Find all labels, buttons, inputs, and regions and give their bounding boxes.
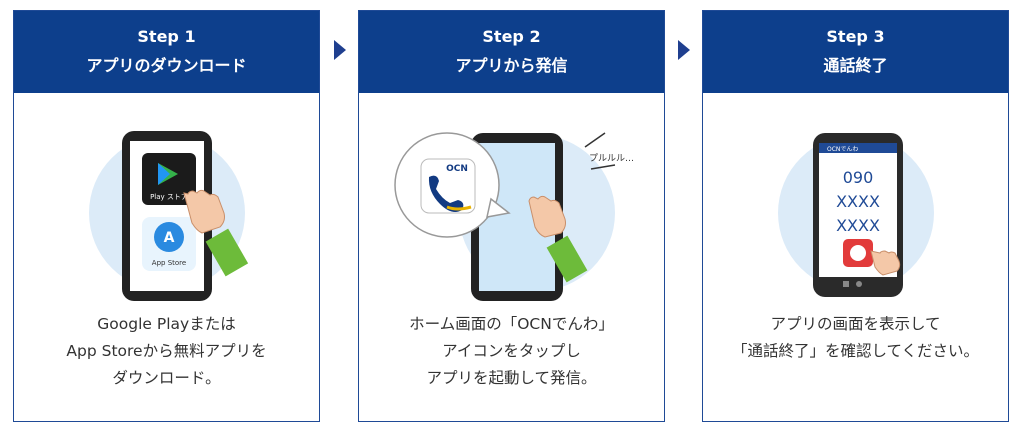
number-line: XXXX bbox=[836, 192, 880, 211]
step-description: ホーム画面の「OCNでんわ」 アイコンをタップし アプリを起動して発信。 bbox=[409, 315, 614, 387]
step-card-3: Step 3 通話終了 OCNでんわ 090 XXXX XXXX アプリの画面を… bbox=[702, 10, 1009, 422]
hand-icon bbox=[870, 250, 901, 276]
app-title: OCNでんわ bbox=[827, 146, 858, 153]
download-illustration: Play ストア A App Store bbox=[14, 121, 319, 301]
hand-icon bbox=[183, 189, 225, 234]
ocn-label: OCN bbox=[446, 164, 468, 174]
app-store-label: App Store bbox=[152, 259, 186, 267]
step-description: Google Playまたは App Storeから無料アプリを ダウンロード。 bbox=[66, 315, 267, 387]
number-line: XXXX bbox=[836, 216, 880, 235]
number-line: 090 bbox=[843, 168, 874, 187]
play-store-label: Play ストア bbox=[150, 193, 188, 201]
step-header: Step 3 通話終了 bbox=[703, 11, 1008, 93]
hand-icon bbox=[528, 195, 566, 238]
step-number: Step 3 bbox=[826, 27, 885, 46]
ocn-app-icon bbox=[420, 158, 476, 214]
step-title: 通話終了 bbox=[823, 56, 888, 75]
next-arrow-icon bbox=[678, 40, 690, 60]
phone-icon bbox=[428, 175, 464, 212]
ringing-text: プルルル… bbox=[589, 153, 634, 164]
call-illustration: OCN プルルル… bbox=[359, 121, 664, 301]
google-play-icon bbox=[142, 153, 196, 205]
next-arrow-icon bbox=[334, 40, 346, 60]
step-title: アプリのダウンロード bbox=[86, 56, 247, 75]
svg-text:A: A bbox=[164, 230, 175, 246]
step-header: Step 2 アプリから発信 bbox=[359, 11, 664, 93]
step-title: アプリから発信 bbox=[455, 56, 568, 75]
step-header: Step 1 アプリのダウンロード bbox=[14, 11, 319, 93]
step-card-2: Step 2 アプリから発信 OCN プルルル… ホーム画面の「OCNでんわ」 … bbox=[358, 10, 665, 422]
call-end-illustration: OCNでんわ 090 XXXX XXXX bbox=[703, 121, 1008, 301]
step-card-1: Step 1 アプリのダウンロード Play ストア A App Store G… bbox=[13, 10, 320, 422]
step-description: アプリの画面を表示して 「通話終了」を確認してください。 bbox=[731, 315, 980, 360]
step-number: Step 2 bbox=[482, 27, 541, 46]
step-number: Step 1 bbox=[137, 27, 196, 46]
